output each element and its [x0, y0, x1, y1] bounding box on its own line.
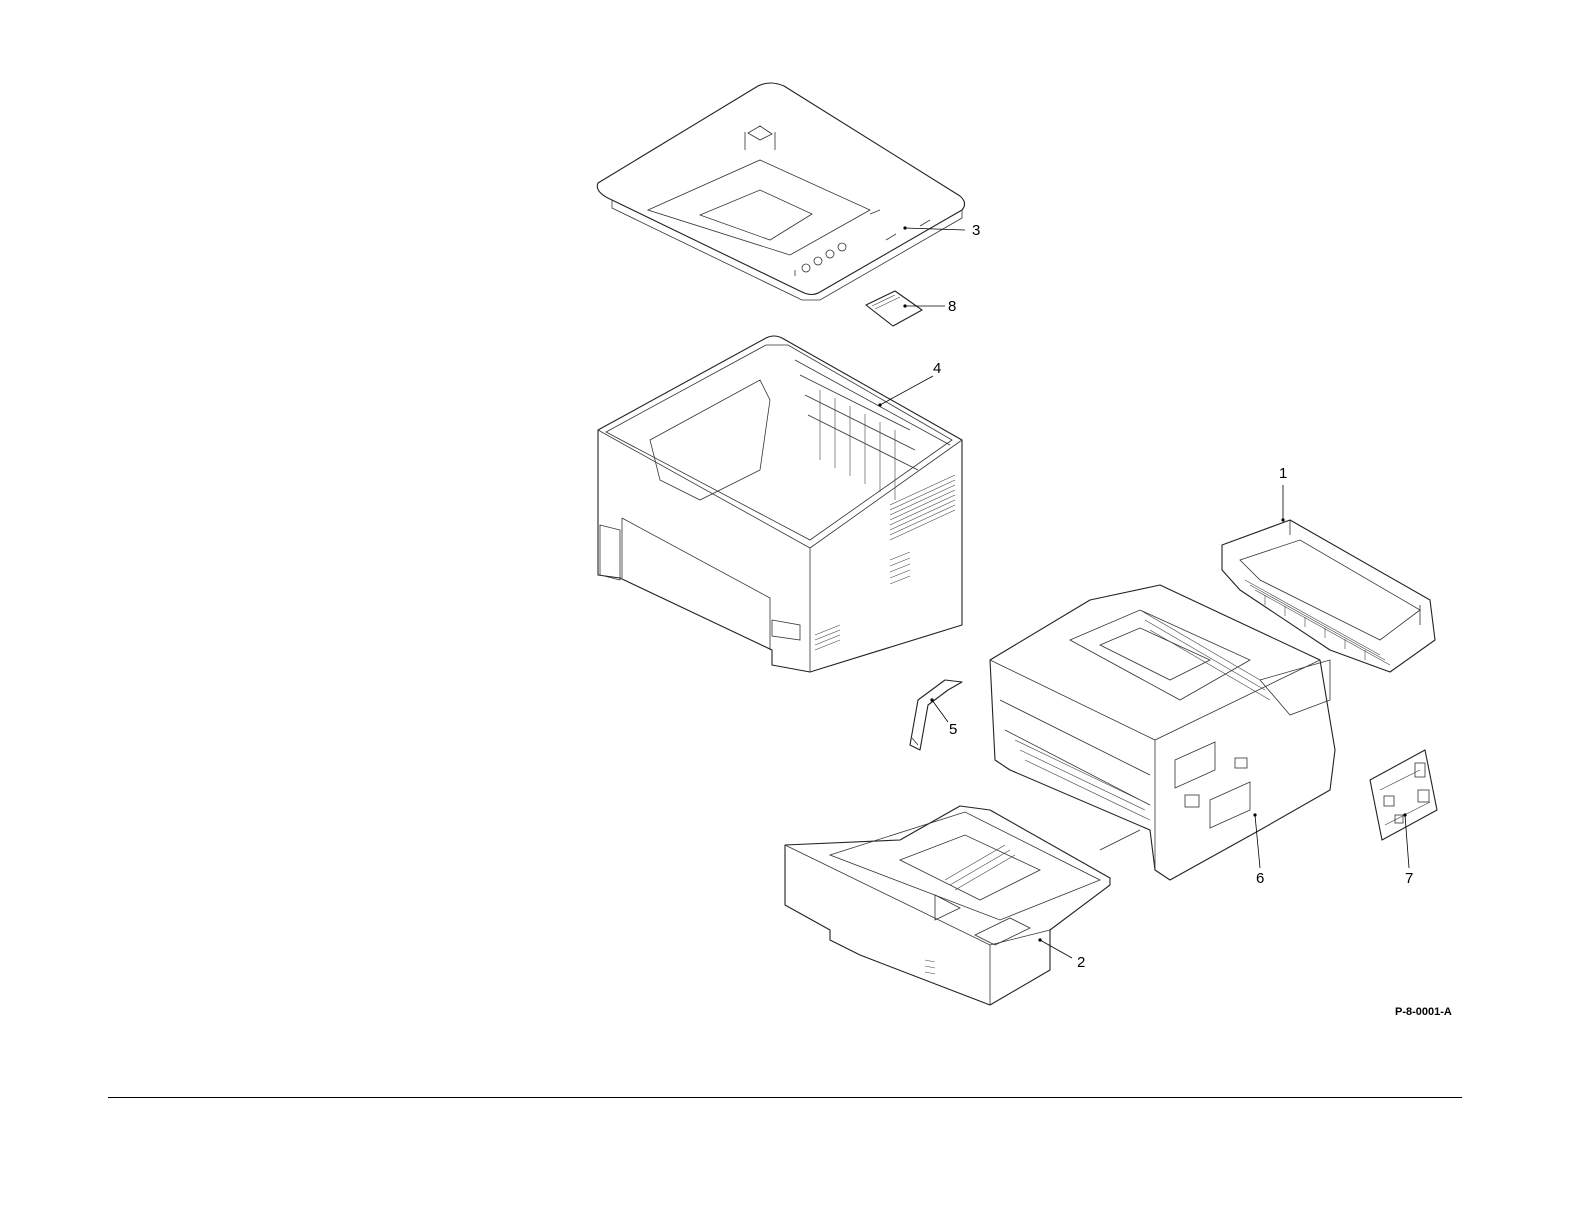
part-3-top-cover [597, 83, 964, 300]
callout-3: 3 [972, 223, 980, 238]
part-4-body-cover [598, 336, 962, 672]
footer-rule [108, 1097, 1462, 1098]
part-2-paper-tray [785, 806, 1110, 1005]
callout-7: 7 [1405, 871, 1413, 886]
callout-8: 8 [948, 299, 956, 314]
part-5-actuator [910, 680, 962, 750]
callout-4: 4 [933, 361, 941, 376]
part-8-cover-plate [866, 291, 922, 326]
callout-2: 2 [1077, 955, 1085, 970]
callout-6: 6 [1256, 871, 1264, 886]
figure-id: P-8-0001-A [1395, 1006, 1452, 1018]
part-7-circuit-board [1370, 750, 1437, 840]
callout-1: 1 [1279, 466, 1287, 481]
callout-5: 5 [949, 722, 957, 737]
part-6-main-frame [990, 585, 1335, 880]
